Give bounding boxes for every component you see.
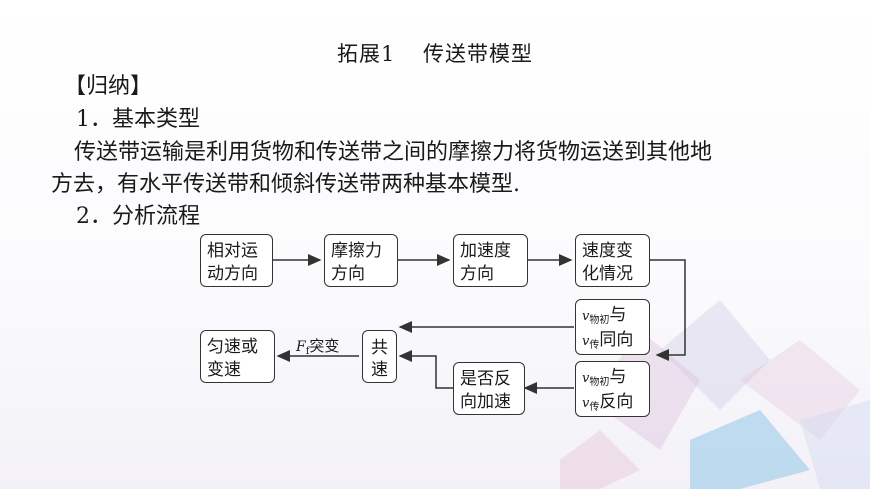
page-title: 拓展1 传送带模型 [0, 38, 870, 68]
velocity-symbol: v [582, 371, 590, 386]
force-symbol: F [296, 339, 306, 355]
flow-box-common-velocity: 共 速 [362, 330, 397, 383]
flow-box-uniform-or-variable: 匀速或 变速 [200, 330, 275, 383]
friction-change-label: Ff突变 [296, 335, 340, 357]
box-text: 同向 [599, 330, 634, 350]
flow-box-acceleration-direction: 加速度 方向 [453, 234, 528, 287]
box-line: 匀速或 [207, 337, 258, 357]
velocity-symbol: v [582, 309, 590, 324]
paragraph-line-1: 传送带运输是利用货物和传送带之间的摩擦力将货物运送到其他地 [74, 140, 713, 165]
box-line: 化情况 [582, 264, 633, 284]
flow-box-friction-direction: 摩擦力 方向 [324, 234, 398, 287]
velocity-subscript: 物初 [589, 315, 610, 326]
box-text: 与 [609, 305, 627, 325]
box-text: 反向 [599, 392, 634, 412]
flow-box-relative-motion: 相对运 动方向 [200, 234, 273, 287]
velocity-subscript: 传 [589, 402, 600, 413]
title-part-2: 传送带模型 [423, 42, 534, 66]
velocity-symbol: v [582, 396, 590, 411]
box-line: 速 [371, 360, 388, 380]
box-line: 摩擦力 [331, 241, 382, 261]
box-line: 向加速 [460, 392, 511, 412]
flow-box-reverse-acceleration: 是否反 向加速 [453, 362, 525, 415]
box-line: 速度变 [582, 241, 633, 261]
box-line: 相对运 [207, 241, 258, 261]
flow-box-same-direction: v物初与 v传同向 [575, 299, 650, 355]
flow-box-velocity-change: 速度变 化情况 [575, 234, 650, 287]
force-subscript: f [305, 346, 310, 357]
velocity-symbol: v [582, 334, 590, 349]
arrow-4-branch [650, 259, 686, 361]
velocity-subscript: 传 [589, 340, 600, 351]
label-text: 突变 [309, 337, 340, 355]
title-part-1: 拓展1 [336, 42, 396, 66]
arrow-reverse-to-common [398, 350, 453, 389]
box-line: 变速 [207, 360, 241, 380]
box-line: 共 [371, 338, 388, 358]
box-line: 动方向 [207, 264, 258, 284]
box-line: 方向 [331, 264, 365, 284]
box-text: 与 [609, 367, 627, 387]
box-line: 加速度 [460, 241, 511, 261]
section-1-title: 1．基本类型 [76, 107, 200, 132]
flow-box-opposite-direction: v物初与 v传反向 [575, 361, 650, 417]
box-line: 方向 [460, 264, 494, 284]
section-2-title: 2．分析流程 [76, 204, 200, 229]
paragraph-line-2: 方去，有水平传送带和倾斜传送带两种基本模型. [51, 172, 520, 197]
velocity-subscript: 物初 [589, 377, 610, 388]
box-line: 是否反 [460, 369, 511, 389]
summary-label: 【归纳】 [64, 74, 153, 99]
